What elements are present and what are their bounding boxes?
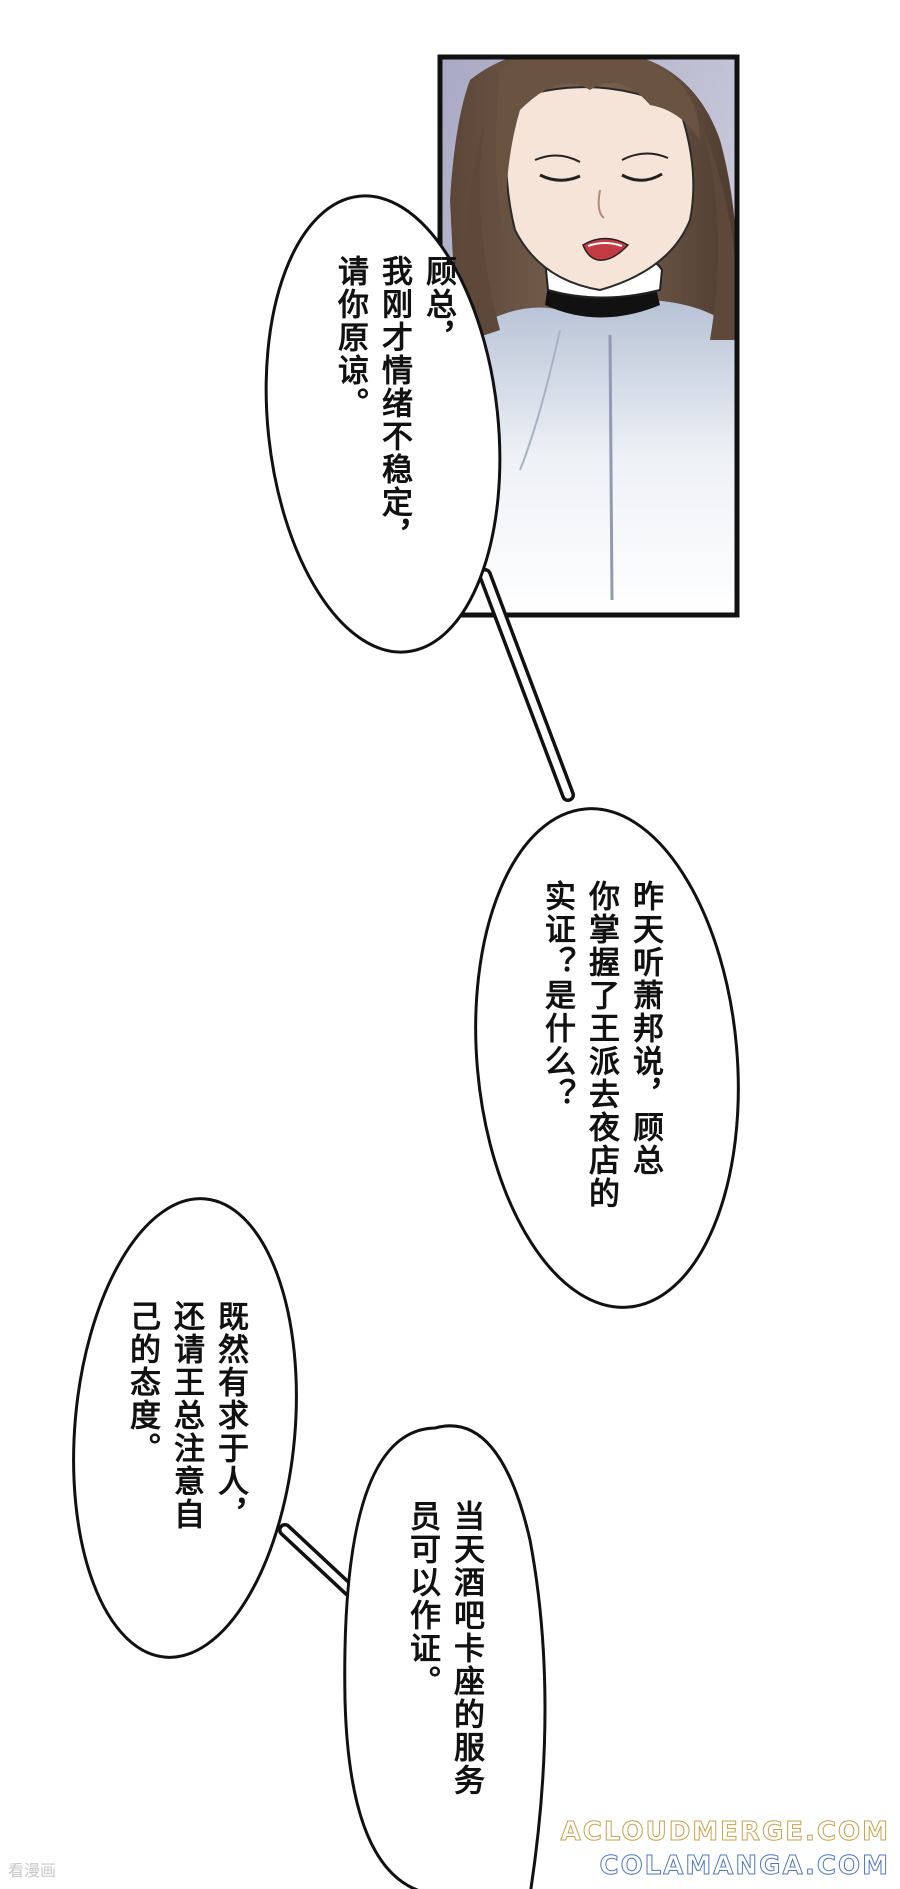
bubble-3-text: 既然有求于人， 还请王总注意自 己的态度。 bbox=[124, 1300, 248, 1531]
hair-front bbox=[496, 57, 700, 230]
bubble-1-text: 顾总， 我刚才情绪不稳定， 请你原谅。 bbox=[332, 255, 456, 552]
bubble-4-text: 当天酒吧卡座的服务 员可以作证。 bbox=[404, 1500, 484, 1797]
left-eye bbox=[539, 173, 581, 182]
speech-bubble-2 bbox=[474, 807, 740, 1309]
right-eye bbox=[621, 172, 663, 182]
coat bbox=[449, 300, 737, 615]
watermark-corner: 看漫画 bbox=[8, 1861, 57, 1880]
bubble-2-text: 昨天听萧邦说，顾总 你掌握了王派去夜店的 实证？是什么？ bbox=[539, 880, 663, 1210]
watermark-acloudmerge: ACLOUDMERGE.COM bbox=[560, 1817, 890, 1848]
speech-bubble-4 bbox=[343, 1424, 547, 1889]
watermark-colamanga: COLAMANGA.COM bbox=[599, 1851, 890, 1882]
portrait-panel bbox=[437, 54, 740, 618]
speech-bubble-1 bbox=[264, 194, 575, 802]
